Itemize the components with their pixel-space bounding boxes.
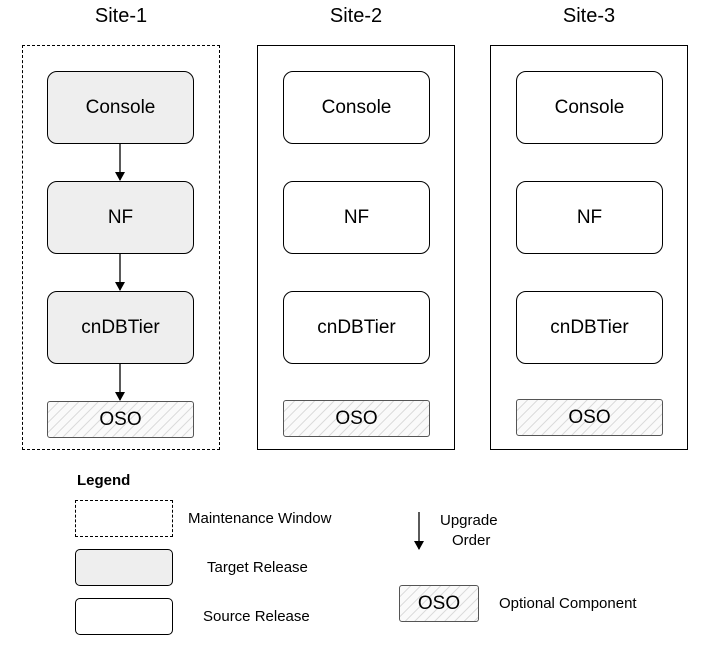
site-1-maintenance-window bbox=[22, 45, 220, 450]
site-2-oso-label: OSO bbox=[335, 407, 378, 429]
site-3-cndbtier: cnDBTier bbox=[516, 291, 663, 364]
site-1-oso: OSO bbox=[47, 401, 194, 438]
site-1-console-label: Console bbox=[85, 96, 156, 118]
site-2-console-label: Console bbox=[321, 96, 392, 118]
site-2-frame bbox=[257, 45, 455, 450]
legend-maintenance-window-swatch bbox=[75, 500, 173, 537]
legend-title: Legend bbox=[77, 472, 131, 489]
site-1-console: Console bbox=[47, 71, 194, 144]
legend-target-release-label: Target Release bbox=[207, 559, 308, 576]
site-3-title: Site-3 bbox=[562, 5, 616, 27]
legend-source-release-label: Source Release bbox=[203, 608, 310, 625]
site-2-nf: NF bbox=[283, 181, 430, 254]
legend-target-release-swatch bbox=[75, 549, 173, 586]
site-3-nf-label: NF bbox=[576, 206, 603, 228]
site-3-console-label: Console bbox=[554, 96, 625, 118]
site-2-oso: OSO bbox=[283, 400, 430, 437]
legend-oso-label: OSO bbox=[417, 592, 461, 614]
site-2-cndbtier: cnDBTier bbox=[283, 291, 430, 364]
site-2-nf-label: NF bbox=[343, 206, 370, 228]
legend-optional-component-label: Optional Component bbox=[499, 595, 637, 612]
site-3-frame bbox=[490, 45, 688, 450]
legend-upgrade-order-label-line2: Order bbox=[452, 532, 491, 549]
site-3-nf: NF bbox=[516, 181, 663, 254]
site-1-nf: NF bbox=[47, 181, 194, 254]
site-1-nf-label: NF bbox=[107, 206, 134, 228]
site-1-cndbtier-label: cnDBTier bbox=[81, 316, 160, 338]
site-1-oso-label: OSO bbox=[99, 408, 142, 430]
site-3-cndbtier-label: cnDBTier bbox=[550, 316, 629, 338]
site-3-oso-label: OSO bbox=[568, 406, 611, 428]
site-3-console: Console bbox=[516, 71, 663, 144]
site-2-console: Console bbox=[283, 71, 430, 144]
legend-oso-swatch: OSO bbox=[399, 585, 479, 622]
legend-upgrade-order-label-line1: Upgrade bbox=[440, 512, 498, 529]
site-2-cndbtier-label: cnDBTier bbox=[317, 316, 396, 338]
site-3-oso: OSO bbox=[516, 399, 663, 436]
legend-maintenance-window-label: Maintenance Window bbox=[188, 510, 332, 527]
site-2-title: Site-2 bbox=[329, 5, 383, 27]
site-1-cndbtier: cnDBTier bbox=[47, 291, 194, 364]
legend-source-release-swatch bbox=[75, 598, 173, 635]
site-1-title: Site-1 bbox=[94, 5, 148, 27]
